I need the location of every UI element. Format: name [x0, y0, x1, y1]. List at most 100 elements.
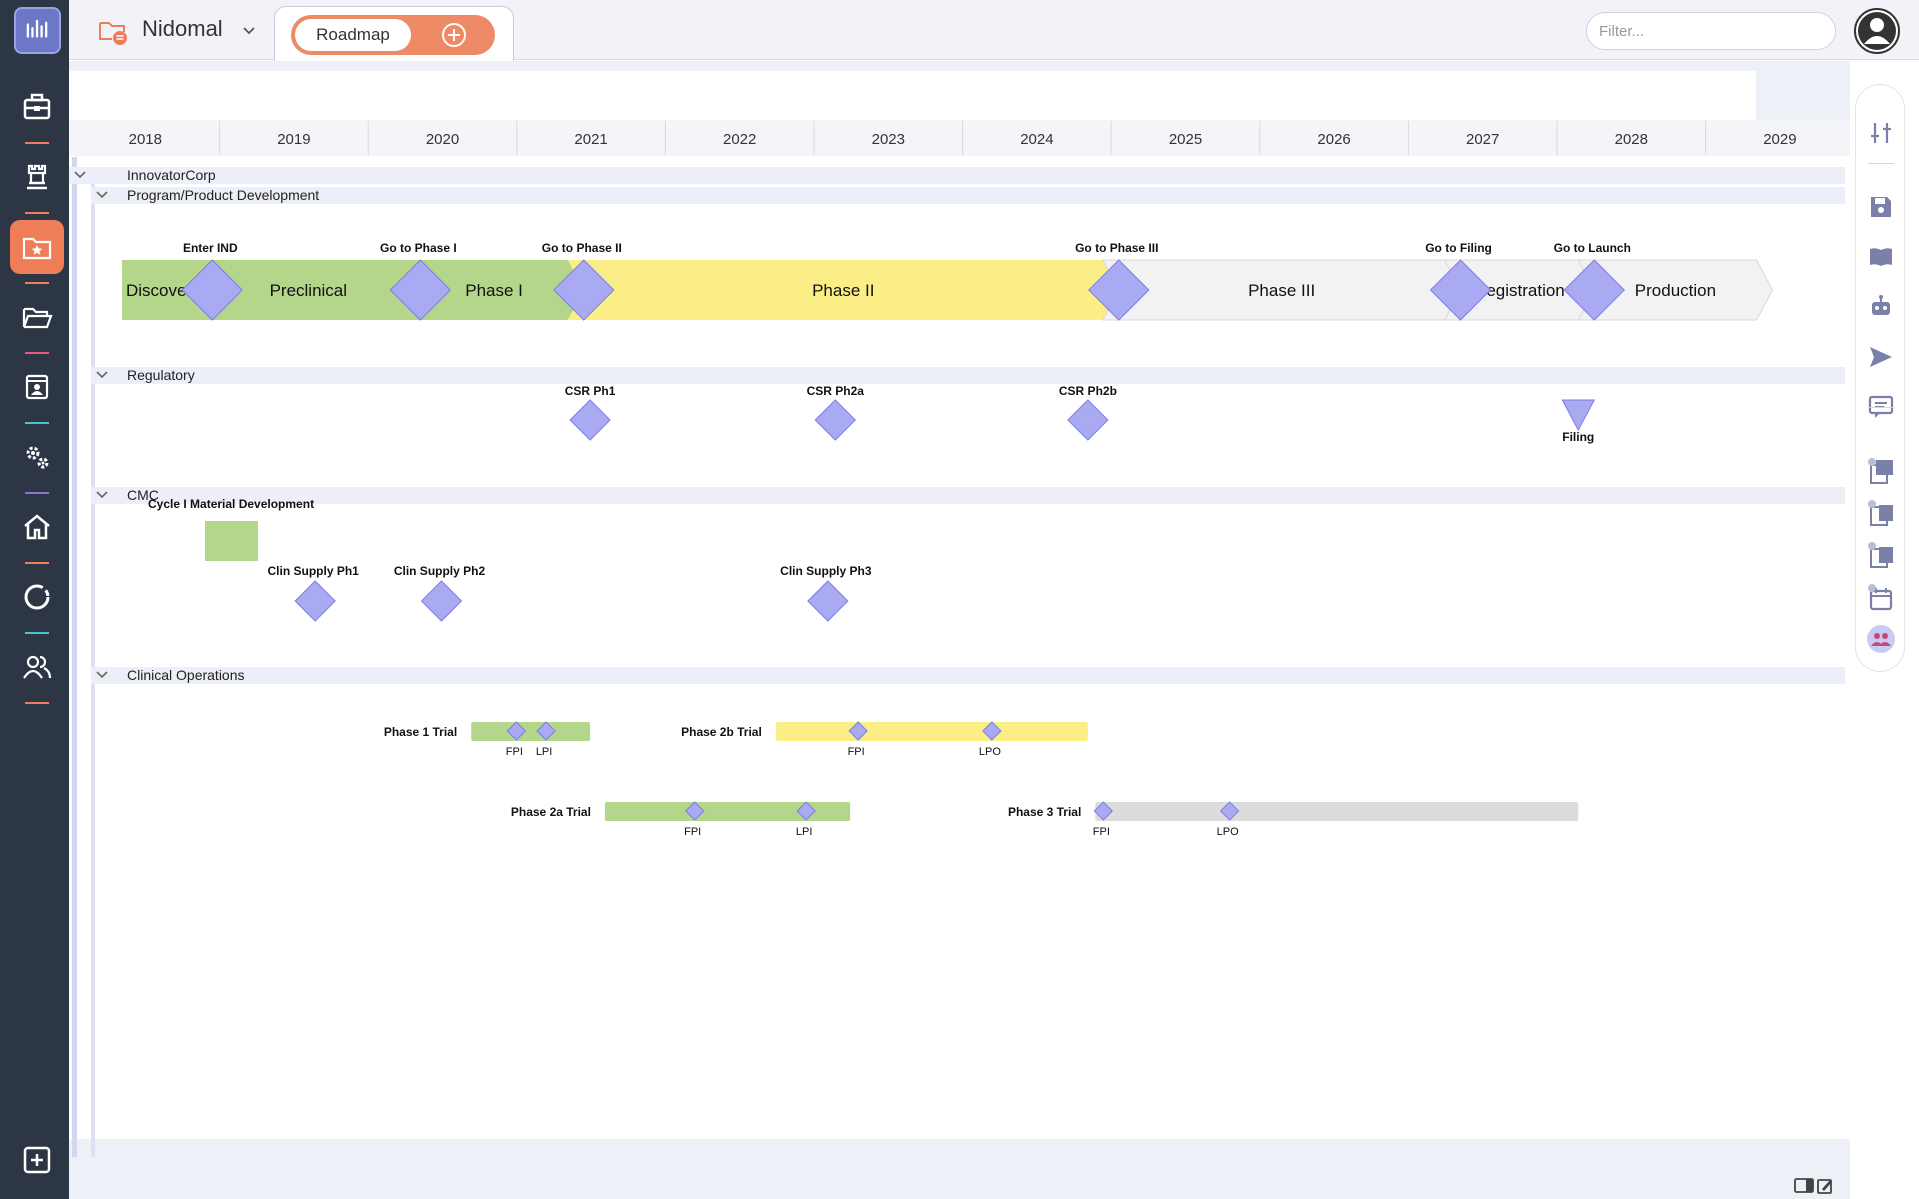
sliders-icon[interactable] [1867, 119, 1895, 147]
gate-milestone[interactable] [389, 259, 452, 321]
phase-label: Registration [1474, 281, 1565, 300]
pdf-icon[interactable] [1867, 457, 1895, 485]
trial-milestone[interactable] [796, 801, 816, 821]
gate-milestone[interactable] [1563, 259, 1625, 321]
gate-milestone[interactable] [553, 259, 615, 321]
regulatory-milestone[interactable] [814, 399, 856, 441]
nav-item-star-folder[interactable] [10, 220, 64, 274]
trial-label: Phase 1 Trial [384, 725, 457, 739]
trial-bar[interactable] [775, 722, 1088, 741]
calendar-user-icon [25, 374, 49, 400]
project-name[interactable]: Nidomal [142, 16, 223, 41]
collapse-chevron-icon[interactable] [96, 671, 108, 679]
year-label: 2024 [1020, 131, 1053, 148]
milestone-label: CSR Ph2a [807, 384, 865, 398]
trial-milestone-label: LPI [536, 746, 553, 758]
filing-milestone[interactable] [1561, 399, 1596, 432]
gate-milestone[interactable] [181, 259, 244, 321]
trial-milestone[interactable] [1219, 801, 1240, 821]
robot-icon[interactable] [1867, 293, 1895, 321]
trial-label: Phase 3 Trial [1008, 805, 1081, 819]
phase-bar[interactable] [567, 260, 1119, 320]
bottom-tools [1794, 1178, 1832, 1194]
powerpoint-icon[interactable] [1867, 499, 1895, 527]
phase-bar[interactable] [404, 260, 584, 320]
cmc-milestone[interactable] [294, 580, 336, 622]
regulatory-milestone[interactable] [569, 399, 611, 441]
toolbar-separator [1868, 407, 1894, 408]
collapse-chevron-icon[interactable] [74, 171, 86, 179]
right-toolbar [1855, 84, 1905, 672]
cmc-milestone[interactable] [420, 580, 463, 622]
roadmap-tab-group: Roadmap [291, 15, 495, 55]
gate-label: Go to Filing [1425, 241, 1492, 255]
panel-toggle-icon[interactable] [1794, 1178, 1814, 1193]
nav-item-open-folder[interactable] [10, 290, 64, 344]
group-row [91, 187, 1845, 204]
year-label: 2022 [723, 131, 756, 148]
group-label: InnovatorCorp [127, 167, 216, 183]
app-logo-icon[interactable] [14, 7, 61, 54]
trial-milestone[interactable] [536, 721, 556, 741]
nav-item-refresh[interactable] [10, 570, 64, 624]
gate-milestone[interactable] [1429, 259, 1492, 321]
gate-milestone[interactable] [1088, 259, 1150, 321]
collapse-chevron-icon[interactable] [96, 191, 108, 199]
milestone-label: CSR Ph2b [1059, 384, 1117, 398]
save-icon[interactable] [1867, 193, 1895, 221]
year-header [69, 120, 1850, 156]
trial-milestone-label: FPI [1093, 826, 1110, 838]
chevron-down-icon[interactable] [241, 22, 257, 38]
tab-roadmap[interactable]: Roadmap [295, 19, 411, 51]
milestone-label: Clin Supply Ph2 [394, 564, 486, 578]
regulatory-milestone[interactable] [1067, 399, 1109, 441]
nav-item-briefcase[interactable] [10, 80, 64, 134]
chess-rook-icon [27, 164, 47, 190]
nav-item-chess-rook[interactable] [10, 150, 64, 204]
trial-milestone[interactable] [1093, 801, 1114, 821]
nav-item-calendar-user[interactable] [10, 360, 64, 414]
book-icon[interactable] [1867, 243, 1895, 271]
calendar-icon[interactable] [1867, 583, 1895, 611]
trial-label: Phase 2b Trial [681, 725, 762, 739]
send-icon[interactable] [1867, 343, 1895, 371]
add-icon[interactable] [22, 1145, 52, 1175]
trial-bar[interactable] [471, 722, 591, 741]
phase-label: Phase I [465, 281, 523, 300]
excel-icon[interactable] [1867, 541, 1895, 569]
cmc-task-bar[interactable] [205, 521, 258, 561]
trial-bar[interactable] [604, 802, 851, 821]
user-avatar-icon[interactable] [1854, 8, 1900, 54]
year-label: 2023 [872, 131, 905, 148]
collapse-chevron-icon[interactable] [96, 491, 108, 499]
year-label: 2029 [1763, 131, 1796, 148]
filter-input[interactable] [1586, 12, 1836, 50]
trial-milestone[interactable] [848, 721, 868, 741]
cmc-milestone[interactable] [807, 580, 849, 622]
trial-bar[interactable] [1095, 802, 1579, 821]
add-tab-icon[interactable] [441, 22, 467, 48]
phase-label: Production [1635, 281, 1716, 300]
nav-underline [25, 632, 49, 634]
collapse-chevron-icon[interactable] [96, 371, 108, 379]
project-folder-icon [99, 22, 127, 45]
gate-label: Go to Phase II [542, 241, 622, 255]
group-row [69, 167, 1845, 184]
nav-item-users[interactable] [10, 640, 64, 694]
refresh-icon [24, 584, 50, 610]
nav-item-gears[interactable] [10, 430, 64, 484]
trial-milestone[interactable] [684, 801, 705, 821]
phase-bar[interactable] [196, 260, 421, 320]
gate-label: Enter IND [183, 241, 238, 255]
nav-underline [25, 492, 49, 494]
group-label: Clinical Operations [127, 667, 245, 683]
team-icon[interactable] [1867, 625, 1895, 653]
trial-milestone[interactable] [982, 721, 1002, 741]
trial-milestone[interactable] [506, 721, 527, 741]
edit-icon[interactable] [1817, 1179, 1832, 1194]
phase-bar[interactable] [122, 260, 213, 320]
nav-item-home[interactable] [10, 500, 64, 554]
nav-underline [25, 352, 49, 354]
